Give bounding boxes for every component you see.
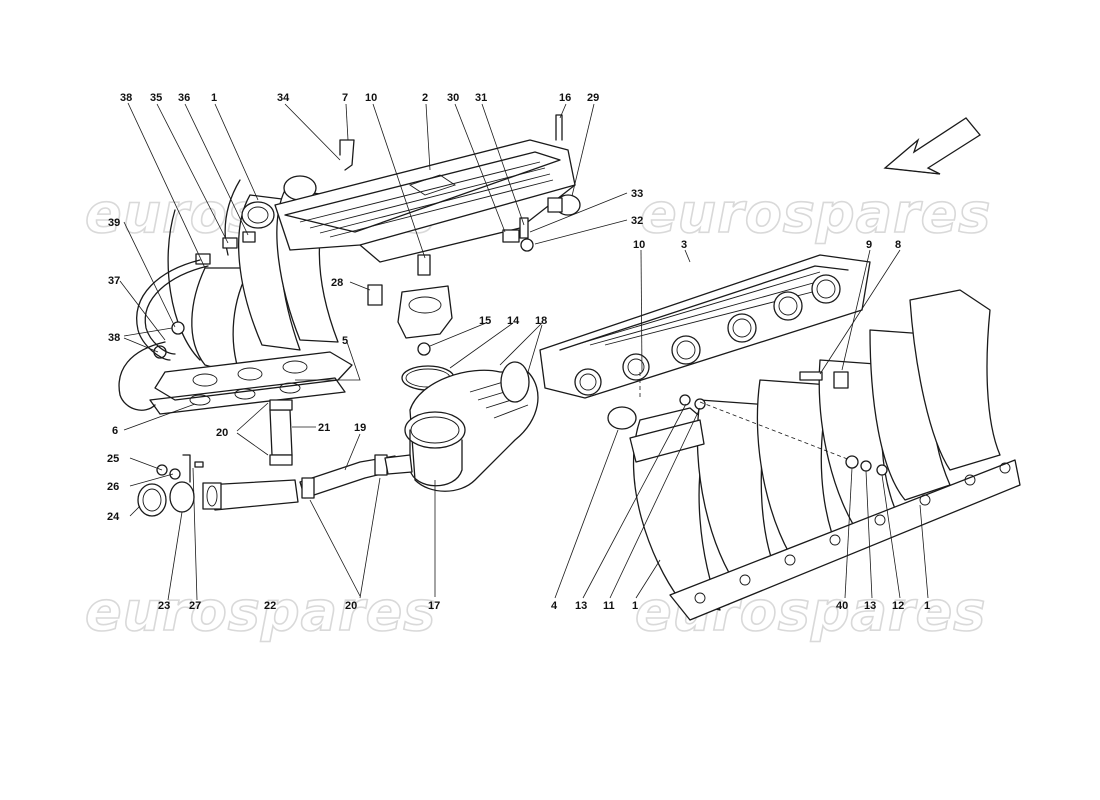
callout-7: 7: [342, 92, 348, 104]
callout-15: 15: [479, 315, 491, 327]
callout-29: 29: [587, 92, 599, 104]
callout-27: 27: [189, 600, 201, 612]
callout-17: 17: [428, 600, 440, 612]
callout-13-right: 13: [864, 600, 876, 612]
callout-1-right: 1: [924, 600, 930, 612]
callout-24: 24: [107, 511, 120, 523]
callout-39: 39: [108, 217, 120, 229]
callout-30: 30: [447, 92, 459, 104]
callout-38-lower: 38: [108, 332, 120, 344]
left-manifold-assembly: [118, 114, 581, 415]
callout-4: 4: [551, 600, 558, 612]
callout-2: 2: [422, 92, 428, 104]
callout-10: 10: [365, 92, 377, 104]
callout-9: 9: [866, 239, 872, 251]
callout-37: 37: [108, 275, 120, 287]
watermark-top-right: eurospares: [640, 182, 991, 245]
callout-38: 38: [120, 92, 132, 104]
callout-6: 6: [112, 425, 118, 437]
callout-25: 25: [107, 453, 119, 465]
callout-3: 3: [681, 239, 687, 251]
callout-35: 35: [150, 92, 162, 104]
callout-14: 14: [507, 315, 520, 327]
callout-33: 33: [631, 188, 643, 200]
callout-11: 11: [603, 600, 615, 612]
callout-34: 34: [277, 92, 290, 104]
callout-26: 26: [107, 481, 119, 493]
callout-21: 21: [318, 422, 330, 434]
callout-19: 19: [354, 422, 366, 434]
callout-12: 12: [892, 600, 904, 612]
arrow-icon: [883, 117, 981, 175]
callout-18: 18: [535, 315, 547, 327]
callout-40: 40: [836, 600, 848, 612]
callout-28: 28: [331, 277, 343, 289]
callout-16: 16: [559, 92, 571, 104]
callout-13: 13: [575, 600, 587, 612]
callout-31: 31: [475, 92, 487, 104]
callout-10-right: 10: [633, 239, 645, 251]
callout-20-lower: 20: [345, 600, 357, 612]
leader-lines: [119, 102, 929, 601]
breather-hose-assembly: [137, 399, 413, 517]
callout-23: 23: [158, 600, 170, 612]
callout-20: 20: [216, 427, 228, 439]
watermark-bottom-left: eurospares: [85, 580, 436, 643]
callout-22: 22: [264, 600, 276, 612]
callout-8: 8: [895, 239, 901, 251]
right-manifold-assembly: [539, 254, 1021, 621]
callout-36: 36: [178, 92, 190, 104]
callout-1: 1: [211, 92, 217, 104]
callout-5: 5: [342, 335, 348, 347]
callout-labels: 38 35 36 1 34 7 10 2 30 31 16 29 39 37 3…: [107, 92, 930, 612]
air-duct-assembly: [404, 361, 539, 492]
callout-32: 32: [631, 215, 643, 227]
callout-1-lower: 1: [632, 600, 638, 612]
